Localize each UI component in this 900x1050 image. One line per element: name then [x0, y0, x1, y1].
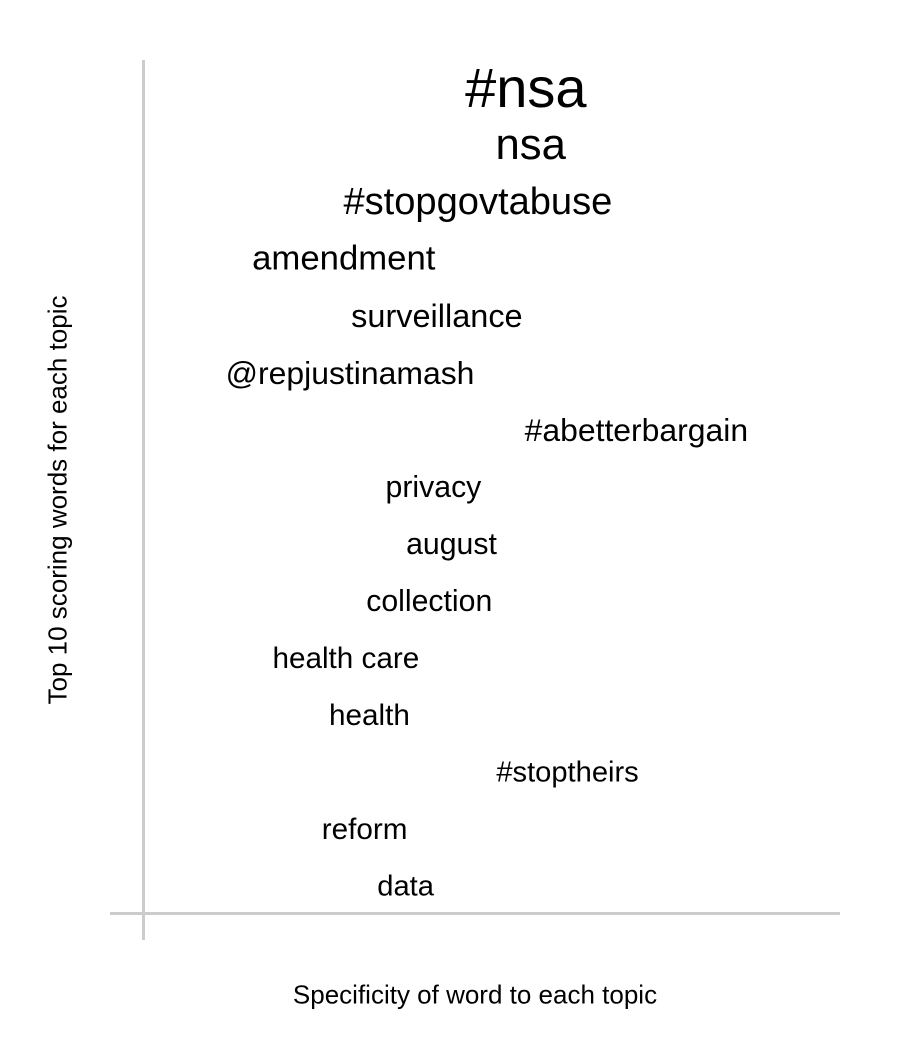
word-label: amendment: [252, 239, 436, 278]
word-label: collection: [366, 584, 493, 618]
word-label: privacy: [385, 470, 482, 504]
word-label: health: [329, 699, 410, 733]
word-label: nsa: [495, 120, 566, 170]
word-label: #abetterbargain: [524, 411, 749, 448]
word-label: data: [377, 870, 434, 903]
word-label: health care: [272, 642, 420, 676]
word-label: august: [406, 527, 497, 561]
y-axis-label: Top 10 scoring words for each topic: [42, 295, 73, 705]
word-label: @repjustinamash: [225, 354, 475, 391]
word-label: surveillance: [351, 298, 523, 335]
y-axis-line: [142, 60, 145, 940]
word-label: #nsa: [465, 56, 587, 119]
x-axis-label: Specificity of word to each topic: [292, 979, 658, 1010]
x-axis-line: [110, 912, 840, 915]
word-label: reform: [321, 813, 408, 847]
word-label: #stoptheirs: [496, 756, 639, 789]
word-label: #stopgovtabuse: [343, 181, 613, 224]
